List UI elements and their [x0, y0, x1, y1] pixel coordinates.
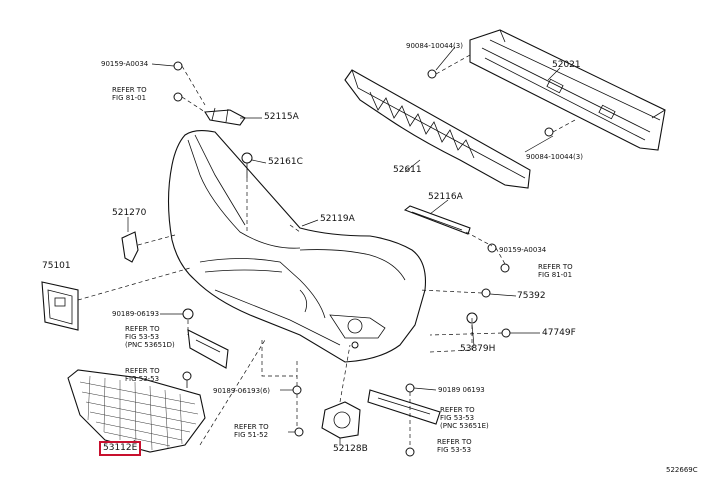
label-refer-fig-81-01-top[interactable]: REFER TO FIG 81-01: [112, 86, 147, 102]
label-52116a[interactable]: 52116A: [428, 192, 463, 202]
label-90159-a0034-top[interactable]: 90159-A0034: [101, 60, 149, 68]
bracket-521270[interactable]: [121, 231, 139, 263]
side-bracket-right[interactable]: [367, 389, 441, 425]
label-refer-fig-53-53-left[interactable]: REFER TO FIG 53-53: [125, 367, 160, 383]
label-refer-fig-81-01-right[interactable]: REFER TO FIG 81-01: [538, 263, 573, 279]
label-75392[interactable]: 75392: [517, 291, 546, 301]
label-75101[interactable]: 75101: [42, 261, 71, 271]
label-52611[interactable]: 52611: [393, 165, 422, 175]
front-bumper-cover[interactable]: [167, 129, 427, 363]
label-refer-fig-53-53-pnc-53651e[interactable]: REFER TO FIG 53-53 (PNC 53651E): [440, 406, 489, 430]
license-plate-bracket-75101[interactable]: [41, 281, 79, 331]
label-521270[interactable]: 521270: [112, 208, 147, 218]
label-90084-10044-top[interactable]: 90084-10044(3): [406, 42, 463, 50]
label-53879h[interactable]: 53879H: [460, 344, 496, 354]
label-refer-fig-53-53-right[interactable]: REFER TO FIG 53-53: [437, 438, 472, 454]
label-90084-10044-bottom[interactable]: 90084-10044(3): [526, 153, 583, 161]
leader-lines: [77, 54, 576, 448]
side-bracket-left[interactable]: [187, 329, 229, 369]
label-53112e-highlighted[interactable]: 53112E: [99, 441, 142, 456]
label-52115a[interactable]: 52115A: [264, 112, 299, 122]
bracket-52115a[interactable]: [204, 107, 246, 126]
label-52161c[interactable]: 52161C: [268, 157, 303, 167]
bumper-reinforcement-52021[interactable]: [469, 29, 666, 151]
fasteners[interactable]: [173, 61, 554, 457]
label-52021[interactable]: 52021: [552, 60, 581, 70]
label-90189-06193-6[interactable]: 90189-06193(6): [213, 387, 270, 395]
label-refer-fig-53-53-pnc-53651d[interactable]: REFER TO FIG 53-53 (PNC 53651D): [125, 325, 175, 349]
fog-cover-52128b[interactable]: [321, 401, 361, 439]
label-refer-fig-51-52[interactable]: REFER TO FIG 51-52: [234, 423, 269, 439]
label-90189-06193-right[interactable]: 90189 06193: [438, 386, 485, 394]
label-47749f[interactable]: 47749F: [542, 328, 576, 338]
lower-grille-53112e[interactable]: [67, 369, 206, 453]
label-52119a[interactable]: 52119A: [320, 214, 355, 224]
retainer-52116a[interactable]: [403, 205, 471, 235]
energy-absorber-52611[interactable]: [344, 69, 531, 189]
label-leaders: [127, 46, 561, 447]
diagram-code: 522669C: [666, 466, 698, 474]
label-52128b[interactable]: 52128B: [333, 444, 368, 454]
label-90159-a0034-right[interactable]: 90159-A0034: [499, 246, 547, 254]
label-90189-06193-left[interactable]: 90189-06193: [112, 310, 160, 318]
